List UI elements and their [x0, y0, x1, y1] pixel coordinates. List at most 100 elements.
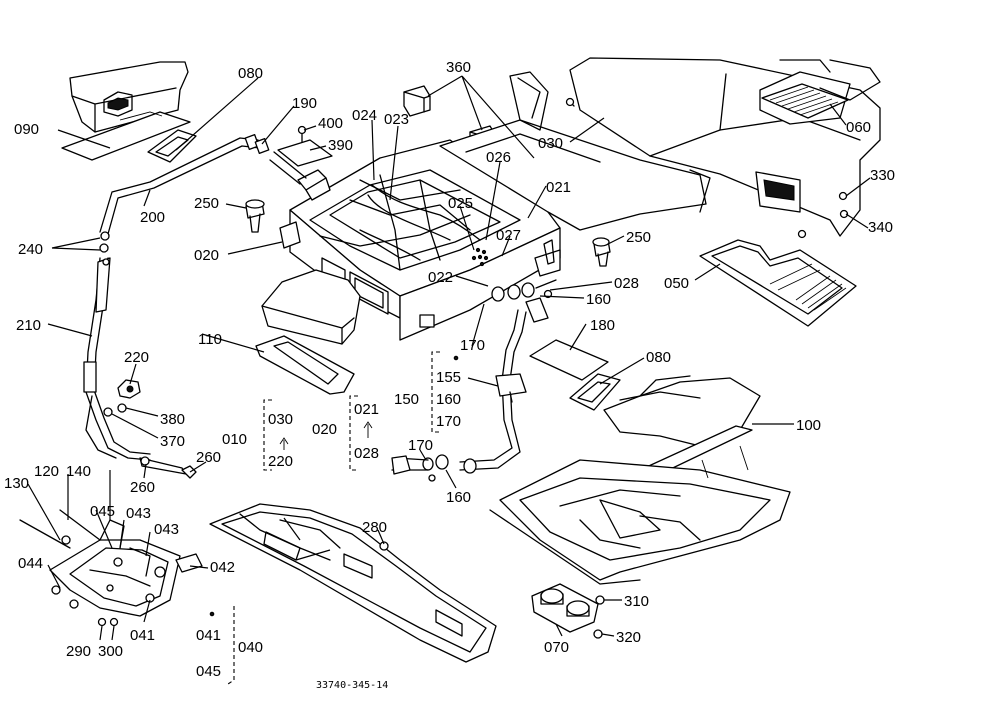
label-023: 023: [384, 111, 409, 128]
label-070: 070: [544, 639, 569, 656]
label-390: 390: [328, 137, 353, 154]
label-220-clip: 220: [124, 349, 149, 366]
floor-duct-100: [489, 375, 791, 585]
label-250-right: 250: [626, 229, 651, 246]
screw-400: [297, 125, 307, 143]
hose-200: [99, 134, 270, 235]
label-045-group: 045: [196, 663, 221, 680]
gasket-110: [255, 335, 355, 395]
label-360: 360: [446, 59, 471, 76]
label-200: 200: [140, 209, 165, 226]
label-170-group: 170: [436, 413, 461, 430]
plate-390: [277, 139, 333, 167]
bracket-070: [531, 583, 599, 633]
label-044: 044: [18, 555, 43, 572]
screw-330: [838, 191, 848, 201]
duct-090: [61, 61, 191, 161]
label-160-top: 160: [586, 291, 611, 308]
connector-025: [471, 247, 489, 267]
label-025: 025: [448, 195, 473, 212]
label-060: 060: [846, 119, 871, 136]
label-120: 120: [34, 463, 59, 480]
label-170-bottom: 170: [408, 437, 433, 454]
pad-180: [529, 339, 609, 381]
arrow-up-icon: [279, 437, 289, 450]
label-042: 042: [210, 559, 235, 576]
screw-340b: [797, 229, 807, 239]
label-150: 150: [394, 391, 419, 408]
label-040: 040: [238, 639, 263, 656]
label-280: 280: [362, 519, 387, 536]
label-045-top: 045: [90, 503, 115, 520]
clamps-240: [99, 231, 110, 266]
label-043-b: 043: [154, 521, 179, 538]
bolts-260: [140, 456, 197, 479]
screw-280: [379, 541, 389, 551]
label-030-top: 030: [538, 135, 563, 152]
label-027: 027: [496, 227, 521, 244]
label-240: 240: [18, 241, 43, 258]
label-310: 310: [624, 593, 649, 610]
clip-220: [117, 379, 141, 399]
arrow-up-icon-2: [363, 421, 373, 438]
hose-210: [83, 257, 187, 475]
part-labels: 090 080 190 400 390 024 023 360 030 060 …: [4, 59, 895, 680]
label-030-group: 030: [268, 411, 293, 428]
label-043-a: 043: [126, 505, 151, 522]
drawing-code: 33740-345-14: [316, 680, 388, 691]
label-400: 400: [318, 115, 343, 132]
fittings-160-170: [491, 279, 557, 323]
label-290: 290: [66, 643, 91, 660]
label-320: 320: [616, 629, 641, 646]
label-024: 024: [352, 107, 377, 124]
label-250-left: 250: [194, 195, 219, 212]
grommet-250-right: [592, 237, 611, 267]
bracket-190: [269, 151, 331, 201]
screw-310: [595, 595, 605, 605]
label-028-top: 028: [614, 275, 639, 292]
label-080-lower: 080: [646, 349, 671, 366]
label-090: 090: [14, 121, 39, 138]
gasket-080-lower: [569, 373, 621, 411]
label-110: 110: [198, 331, 222, 348]
label-010: 010: [222, 431, 247, 448]
bolt-380: [117, 403, 127, 413]
label-026: 026: [486, 149, 511, 166]
label-340: 340: [868, 219, 893, 236]
label-050: 050: [664, 275, 689, 292]
label-155: 155: [436, 369, 461, 386]
label-080-top: 080: [238, 65, 263, 82]
label-028-group: 028: [354, 445, 379, 462]
panel-lower-long: [209, 503, 497, 663]
screw-340: [839, 209, 849, 219]
label-041-group: 041: [196, 627, 221, 644]
label-300: 300: [98, 643, 123, 660]
label-160-bottom: 160: [446, 489, 471, 506]
label-020-group: 020: [312, 421, 337, 438]
label-021-top: 021: [546, 179, 571, 196]
label-220-group: 220: [268, 453, 293, 470]
bolt-320: [593, 629, 603, 639]
pipe-ends-bottom: [391, 454, 477, 482]
label-380: 380: [160, 411, 185, 428]
label-100: 100: [796, 417, 821, 434]
label-170-top: 170: [460, 337, 485, 354]
label-130: 130: [4, 475, 29, 492]
label-190: 190: [292, 95, 317, 112]
label-160-group: 160: [436, 391, 461, 408]
leader-lines: [27, 75, 871, 641]
label-210: 210: [16, 317, 41, 334]
label-140: 140: [66, 463, 91, 480]
label-180: 180: [590, 317, 615, 334]
grommet-250-left: [245, 199, 265, 233]
label-021-group: 021: [354, 401, 379, 418]
label-260-right: 260: [196, 449, 221, 466]
label-022: 022: [428, 269, 453, 286]
nut-370: [103, 407, 113, 417]
filter-050: [699, 239, 857, 327]
cover-panel-060: [569, 57, 881, 237]
label-041-left: 041: [130, 627, 155, 644]
label-370: 370: [160, 433, 185, 450]
